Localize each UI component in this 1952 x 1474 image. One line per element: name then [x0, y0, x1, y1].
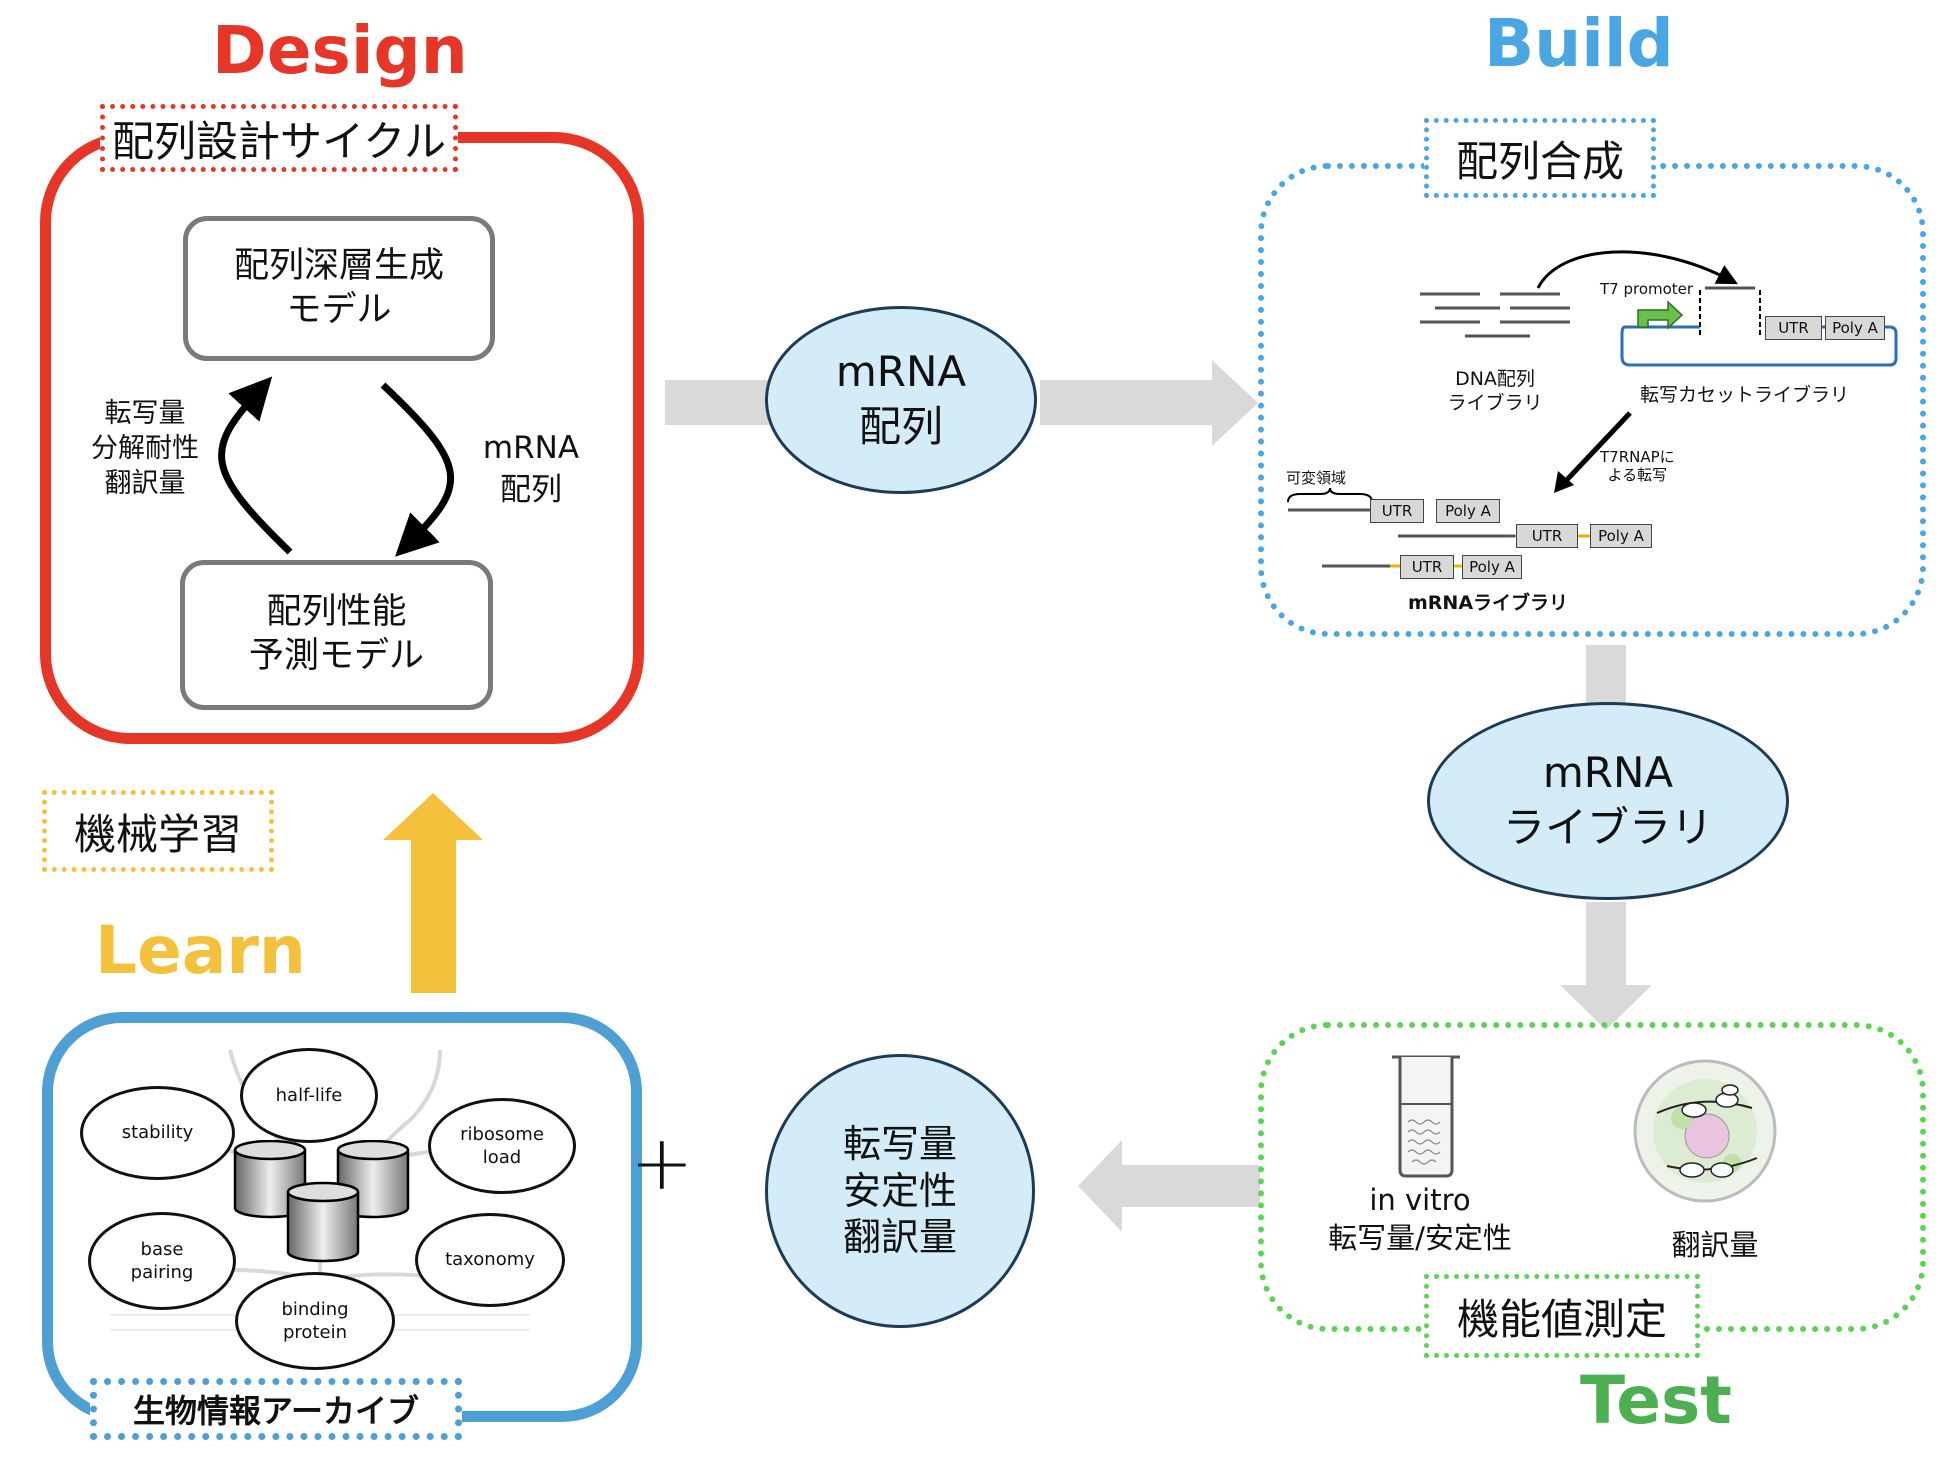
invitro-line2: 転写量/安定性	[1328, 1220, 1512, 1255]
plus-sign: +	[630, 1118, 694, 1207]
feedback-label-line3: 翻訳量	[104, 468, 186, 500]
variable-region-brace	[1287, 488, 1373, 503]
arrow-library-to-test-head	[1560, 985, 1652, 1030]
cell-icon	[1633, 1059, 1777, 1203]
mrna2-poly-a: Poly A	[1590, 524, 1652, 548]
generate-label: mRNA 配列	[476, 428, 586, 512]
mrna-library-strands	[1287, 488, 1590, 568]
prediction-model-line1: 配列性能	[266, 592, 407, 633]
readouts-line3: 翻訳量	[842, 1215, 957, 1260]
mrna2-utr: UTR	[1516, 524, 1578, 548]
feedback-label: 転写量 分解耐性 翻訳量	[86, 396, 204, 501]
learn-title: Learn	[95, 912, 306, 989]
arrow-build-to-library	[1586, 645, 1626, 705]
synthesis-diagram	[1420, 250, 1898, 367]
mrna-sequence-line1: mRNA	[835, 347, 967, 397]
archive-tag: 生物情報アーカイブ	[90, 1378, 462, 1440]
oval-base-pairing: base pairing	[88, 1212, 236, 1310]
generate-label-line1: mRNA	[482, 430, 580, 466]
arrow-learn-to-design-head	[383, 793, 483, 840]
t7rnap-line2: よる転写	[1607, 466, 1668, 484]
mrna-library-line2: ライブラリ	[1502, 803, 1713, 852]
mrna-sequence-node: mRNA 配列	[765, 306, 1037, 494]
arrow-mrna-to-build-shaft	[1040, 380, 1215, 425]
feedback-label-line2: 分解耐性	[91, 433, 199, 465]
dna-library-line2: ライブラリ	[1447, 391, 1543, 414]
test-tag: 機能値測定	[1424, 1274, 1700, 1358]
t7rnap-line1: T7RNAPに	[1600, 448, 1675, 466]
plasmid-backbone	[1620, 325, 1898, 367]
mrna-library-caption: mRNAライブラリ	[1408, 592, 1569, 614]
oval-binding-protein: binding protein	[235, 1272, 395, 1370]
build-title: Build	[1484, 5, 1674, 82]
variable-region-label: 可変領域	[1286, 469, 1347, 487]
arrow-test-to-readouts-shaft	[1118, 1165, 1260, 1207]
oval-half-life: half-life	[240, 1048, 378, 1143]
design-tag: 配列設計サイクル	[100, 104, 458, 172]
t7-promoter-label: T7 promoter	[1600, 280, 1694, 298]
generative-model-line1: 配列深層生成	[233, 245, 444, 286]
arrow-learn-to-design-shaft	[411, 838, 456, 993]
t7rnap-label: T7RNAPに よる転写	[1600, 448, 1675, 484]
generate-label-line2: 配列	[500, 471, 562, 508]
arrow-library-to-test-shaft	[1586, 902, 1626, 990]
insert-arrow	[1536, 250, 1738, 289]
arrow-mrna-to-build-head	[1212, 360, 1258, 446]
dna-library-label: DNA配列 ライブラリ	[1415, 368, 1575, 416]
build-tag: 配列合成	[1424, 118, 1656, 198]
oval-taxonomy: taxonomy	[415, 1213, 565, 1307]
readouts-line2: 安定性	[842, 1168, 957, 1213]
test-tube-icon	[1392, 1055, 1460, 1178]
cassette-poly-a: Poly A	[1825, 316, 1885, 340]
mrna1-poly-a: Poly A	[1436, 499, 1500, 523]
invitro-line1: in vitro	[1369, 1183, 1471, 1217]
mrna-library-node: mRNA ライブラリ	[1427, 702, 1789, 900]
dna-fragments	[1420, 292, 1570, 338]
invitro-label: in vitro 転写量/安定性	[1310, 1182, 1530, 1257]
oval-ribosome-load: ribosome load	[428, 1098, 576, 1194]
feedback-label-line1: 転写量	[104, 398, 186, 429]
test-title: Test	[1580, 1362, 1732, 1439]
readouts-line1: 転写量	[842, 1122, 957, 1167]
prediction-model-line2: 予測モデル	[248, 636, 424, 676]
database-icons	[233, 1140, 410, 1263]
design-cycle-arrows	[218, 376, 455, 557]
feedback-arrow	[218, 376, 293, 555]
cassette-library-label: 転写カセットライブラリ	[1640, 384, 1850, 406]
learn-tag: 機械学習	[42, 790, 274, 872]
mrna3-poly-a: Poly A	[1462, 555, 1522, 579]
mrna-sequence-line2: 配列	[858, 402, 943, 451]
arrow-test-to-readouts-head	[1078, 1140, 1122, 1232]
generative-model-line2: モデル	[286, 289, 392, 330]
generative-model-box: 配列深層生成 モデル	[183, 216, 495, 361]
prediction-model-box: 配列性能 予測モデル	[180, 560, 493, 710]
mrna3-utr: UTR	[1400, 555, 1454, 579]
cassette-utr: UTR	[1765, 316, 1822, 340]
design-title: Design	[212, 12, 468, 89]
translation-label: 翻訳量	[1671, 1228, 1759, 1262]
mrna-library-line1: mRNA	[1542, 748, 1674, 798]
transcription-arrow	[1554, 411, 1632, 493]
t7-promoter-arrow	[1637, 300, 1684, 330]
readouts-node: 転写量 安定性 翻訳量	[765, 1054, 1035, 1328]
oval-stability: stability	[80, 1086, 235, 1180]
arrow-design-to-mrna-shaft	[665, 380, 770, 425]
generate-arrow	[380, 382, 455, 557]
mrna1-utr: UTR	[1370, 499, 1424, 523]
dna-library-line1: DNA配列	[1455, 368, 1535, 390]
